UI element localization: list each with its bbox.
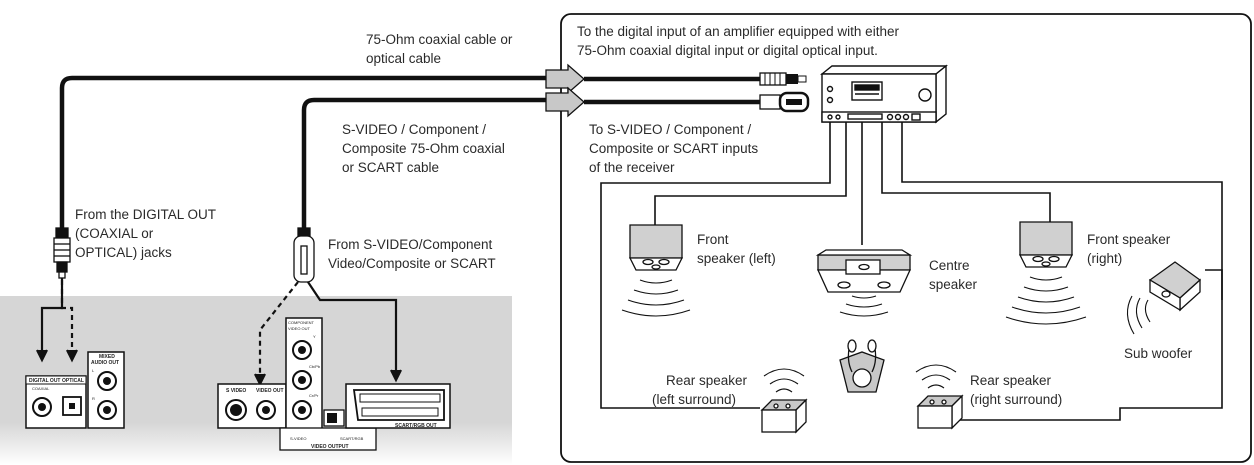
- mixed-audio-out-panel: MIXED AUDIO OUT L R: [87, 351, 125, 429]
- cb-text: Cb/Pb: [309, 364, 321, 369]
- rear-right-line-1: Rear speaker: [970, 373, 1052, 388]
- front-right-label: Front speaker (right): [1087, 232, 1171, 266]
- l-text: L: [92, 368, 95, 373]
- digital-out-from-line-2: (COAXIAL or: [75, 226, 154, 241]
- amp-note-line-1: To the digital input of an amplifier equ…: [577, 24, 899, 39]
- digital-out-from-label: From the DIGITAL OUT (COAXIAL or OPTICAL…: [75, 207, 216, 260]
- svideo-text: S VIDEO: [226, 388, 246, 394]
- arrow-video: [545, 86, 585, 118]
- rear-speaker-left-icon: [760, 398, 808, 434]
- receiver-inputs-line-1: To S-VIDEO / Component /: [589, 122, 751, 137]
- rear-left-line-1: Rear speaker: [666, 373, 748, 388]
- component-panel: COMPONENT VIDEO OUT Y Cb/Pb Cr/Pr: [285, 317, 323, 431]
- coax-cable-label: 75-Ohm coaxial cable or optical cable: [366, 32, 513, 66]
- rear-right-label: Rear speaker (right surround): [970, 373, 1062, 407]
- centre-label: Centre speaker: [929, 258, 978, 292]
- sound-waves-centre: [839, 295, 889, 317]
- svideo-cable-line-2: Composite 75-Ohm coaxial: [342, 141, 505, 156]
- sound-waves-rear-right: [915, 364, 957, 389]
- svideo-switch-text: S-VIDEO: [290, 436, 306, 441]
- r-text: R: [92, 396, 95, 401]
- video-from-label: From S-VIDEO/Component Video/Composite o…: [328, 237, 496, 271]
- svideo-cable-line-1: S-VIDEO / Component /: [342, 122, 486, 137]
- optical-plug-icon: [759, 91, 810, 113]
- rear-left-line-2: (left surround): [652, 392, 736, 407]
- svideo-cable-label: S-VIDEO / Component / Composite 75-Ohm c…: [342, 122, 505, 175]
- scart-panel: SCART/RGB OUT: [345, 383, 451, 429]
- video-output-switch: S-VIDEO SCART/RGB VIDEO OUTPUT: [279, 409, 377, 451]
- amp-note: To the digital input of an amplifier equ…: [577, 24, 899, 58]
- sound-waves-front-left: [621, 279, 691, 317]
- arrow-coaxial: [545, 63, 585, 95]
- listener-icon: [839, 339, 885, 393]
- svideo-panel: S VIDEO VIDEO OUT: [217, 383, 287, 429]
- centre-line-1: Centre: [929, 258, 970, 273]
- coaxial-optical-cable: [59, 75, 548, 248]
- scart-rgb-text: SCART/RGB: [340, 436, 364, 441]
- front-speaker-right-icon: [1018, 221, 1074, 268]
- front-speaker-left-icon: [628, 224, 684, 271]
- video-output-text: VIDEO OUTPUT: [311, 444, 349, 450]
- cr-text: Cr/Pr: [309, 393, 319, 398]
- coaxial-text: COAXIAL: [32, 386, 50, 391]
- audio-out-text: AUDIO OUT: [91, 360, 119, 366]
- sound-waves-front-right: [1005, 276, 1087, 325]
- sound-waves-sub: [1126, 295, 1151, 335]
- video-plug-icon: [293, 227, 315, 283]
- rear-speaker-right-icon: [916, 394, 964, 430]
- coax-cable-line-1: 75-Ohm coaxial cable or: [366, 32, 513, 47]
- rca-plug-icon: [759, 72, 807, 86]
- scart-out-text: SCART/RGB OUT: [395, 423, 437, 429]
- coax-cable-line-2: optical cable: [366, 51, 441, 66]
- receiver-inputs-label: To S-VIDEO / Component / Composite or SC…: [589, 122, 758, 175]
- mixed-text: MIXED: [99, 354, 115, 360]
- video-from-line-1: From S-VIDEO/Component: [328, 237, 493, 252]
- y-text: Y: [313, 334, 316, 339]
- amplifier-icon: [820, 64, 948, 124]
- digital-out-from-line-3: OPTICAL) jacks: [75, 245, 172, 260]
- video-out-text: VIDEO OUT: [256, 388, 284, 394]
- digital-out-arrows: [36, 278, 78, 363]
- optical-text: OPTICAL: [62, 378, 84, 384]
- video-cable: [301, 97, 548, 228]
- front-left-line-1: Front: [697, 232, 729, 247]
- coaxial-plug-icon: [53, 227, 71, 279]
- receiver-area-frame: [560, 13, 1252, 463]
- front-right-line-2: (right): [1087, 251, 1122, 266]
- component-text: COMPONENT: [288, 320, 315, 325]
- subwoofer-icon: [1148, 261, 1202, 312]
- component-video-out-text: VIDEO OUT: [288, 326, 311, 331]
- sub-woofer-label: Sub woofer: [1124, 346, 1193, 361]
- sound-waves-rear-left: [763, 368, 805, 393]
- centre-line-2: speaker: [929, 277, 978, 292]
- digital-out-panel: DIGITAL OUT OPTICAL COAXIAL: [25, 375, 87, 429]
- receiver-inputs-line-2: Composite or SCART inputs: [589, 141, 758, 156]
- digital-out-from-line-1: From the DIGITAL OUT: [75, 207, 216, 222]
- centre-speaker-icon: [815, 249, 913, 293]
- front-left-line-2: speaker (left): [697, 251, 776, 266]
- receiver-inputs-line-3: of the receiver: [589, 160, 675, 175]
- amp-note-line-2: 75-Ohm coaxial digital input or digital …: [577, 43, 878, 58]
- video-from-line-2: Video/Composite or SCART: [328, 256, 496, 271]
- rear-right-line-2: (right surround): [970, 392, 1062, 407]
- front-left-label: Front speaker (left): [697, 232, 776, 266]
- rear-left-label: Rear speaker (left surround): [652, 373, 748, 407]
- front-right-line-1: Front speaker: [1087, 232, 1171, 247]
- svideo-cable-line-3: or SCART cable: [342, 160, 439, 175]
- digital-out-text: DIGITAL OUT: [29, 378, 60, 384]
